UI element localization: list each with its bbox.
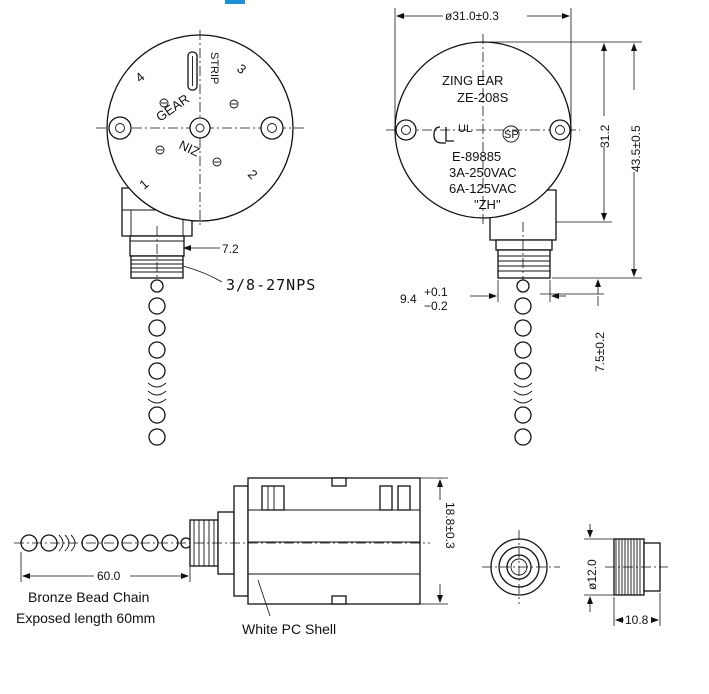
rear-rating-1: 3A-250VAC: [449, 165, 517, 180]
dim-rear-diameter: ø31.0±0.3: [445, 9, 499, 23]
rear-brand: ZING EAR: [442, 73, 503, 88]
front-mount-hole-right: [260, 116, 284, 140]
rear-file-no: E-89885: [452, 149, 501, 164]
rear-stem-base: [495, 239, 553, 251]
knob-view: ø12.0 10.8: [482, 524, 668, 627]
strip-label: STRIP: [208, 52, 220, 84]
front-terminal-holes: [155, 98, 239, 167]
rear-rating-2: 6A-125VAC: [449, 181, 517, 196]
dim-front-stem: 7.2: [222, 242, 239, 256]
ul-mark: UL: [433, 123, 472, 144]
side-housing-front: [233, 485, 249, 597]
csa-mark: SP: [502, 125, 520, 143]
rear-view: UL SP ZING EAR ZE-208S E-89885 3A-250VAC…: [386, 8, 643, 446]
dim-rear-stem-length: 7.5±0.2: [593, 332, 607, 372]
chain-caption-2: Exposed length 60mm: [16, 610, 155, 626]
chain-caption-1: Bronze Bead Chain: [28, 589, 149, 605]
rear-model: ZE-208S: [457, 90, 509, 105]
rear-code: "ZH": [474, 197, 501, 212]
front-bead-chain: [147, 279, 167, 446]
rear-mount-hole-left: [395, 119, 417, 141]
front-view: STRIP GEAR NIZ 4 3 1 2 7.2 3/8-27NPS: [96, 30, 316, 446]
dim-rear-tol-minus: −0.2: [424, 299, 448, 313]
dim-side-width: 18.8±0.3: [443, 502, 457, 549]
front-mount-hole-left: [108, 116, 132, 140]
dim-chain-length: 60.0: [97, 569, 121, 583]
dim-knob-diameter: ø12.0: [585, 559, 599, 590]
side-view: 18.8±0.3 60.0 Bronze Bead Chain Exposed …: [14, 477, 457, 637]
front-center-rivet: [189, 117, 211, 139]
svg-text:UL: UL: [458, 123, 472, 135]
rear-thread: [497, 249, 551, 279]
dim-knob-length: 10.8: [625, 613, 649, 627]
dim-rear-stem-width: 9.4: [400, 292, 417, 306]
thread-spec: 3/8-27NPS: [226, 276, 316, 294]
dim-rear-tol-plus: +0.1: [424, 285, 448, 299]
shell-caption: White PC Shell: [242, 621, 336, 637]
heading-fragment: [225, 0, 245, 4]
svg-text:SP: SP: [504, 129, 519, 141]
dim-rear-body-height: 31.2: [598, 124, 612, 148]
rear-mount-hole-right: [549, 119, 571, 141]
rear-bead-chain: [513, 279, 533, 446]
dim-rear-total-height: 43.5±0.5: [629, 125, 643, 172]
